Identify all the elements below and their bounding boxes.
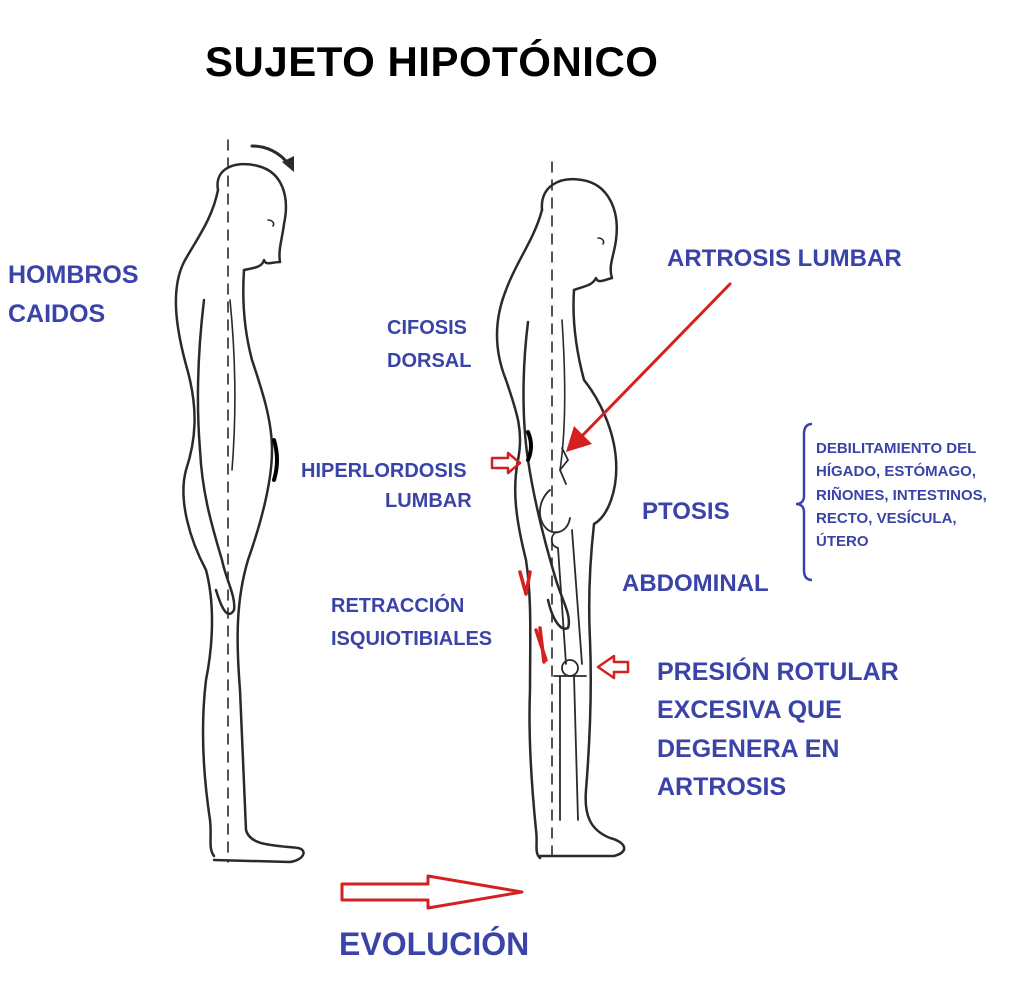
- back-outline-right: [495, 208, 544, 860]
- organ-list-bracket: [795, 422, 813, 582]
- label-presion-rotular: PRESIÓN ROTULAR EXCESIVA QUE DEGENERA EN…: [657, 658, 899, 801]
- mark-isquiotibiales-1: [518, 570, 532, 596]
- diagram-title: SUJETO HIPOTÓNICO: [205, 38, 659, 85]
- arrow-artrosis-lumbar: [578, 282, 732, 440]
- head-left: [216, 162, 288, 272]
- arm-right: [522, 320, 571, 630]
- label-evolucion: EVOLUCIÓN: [339, 926, 530, 962]
- arrow-evolucion: [340, 874, 524, 910]
- front-outline-left: [212, 268, 305, 864]
- annotations: [340, 282, 732, 910]
- label-ptosis-line1: PTOSIS: [642, 498, 730, 525]
- label-hombros-caidos: HOMBROS CAIDOS: [8, 261, 139, 328]
- label-hiperlordosis-line1: HIPERLORDOSIS: [301, 460, 467, 482]
- spine-pelvis-right: [539, 447, 571, 534]
- mark-isquiotibiales-2: [534, 626, 548, 664]
- label-retraccion-isquiotibiales: RETRACCIÓN ISQUIOTIBIALES: [331, 595, 493, 650]
- label-hiperlordosis-line2: LUMBAR: [385, 490, 472, 512]
- tibia-right: [553, 675, 587, 821]
- label-debilitamiento-organos: DEBILITAMIENTO DEL HÍGADO, ESTÓMAGO, RIÑ…: [816, 440, 987, 550]
- arrow-presion-rotular: [596, 654, 630, 680]
- label-ptosis-line2: ABDOMINAL: [622, 570, 769, 597]
- label-ptosis-abdominal: PTOSIS ABDOMINAL: [622, 458, 769, 602]
- head-right: [540, 177, 618, 292]
- arrow-hiperlordosis: [490, 451, 522, 475]
- label-cifosis-dorsal: CIFOSIS DORSAL: [387, 317, 472, 372]
- label-hiperlordosis-lumbar: HIPERLORDOSIS LUMBAR: [301, 426, 472, 546]
- front-outline-right: [538, 288, 626, 858]
- figure-left: [174, 139, 305, 864]
- femur-right: [550, 529, 583, 665]
- arm-left: [196, 298, 236, 616]
- back-outline-left: [174, 188, 220, 858]
- figure-right: [495, 161, 626, 861]
- label-artrosis-lumbar: ARTROSIS LUMBAR: [667, 245, 902, 272]
